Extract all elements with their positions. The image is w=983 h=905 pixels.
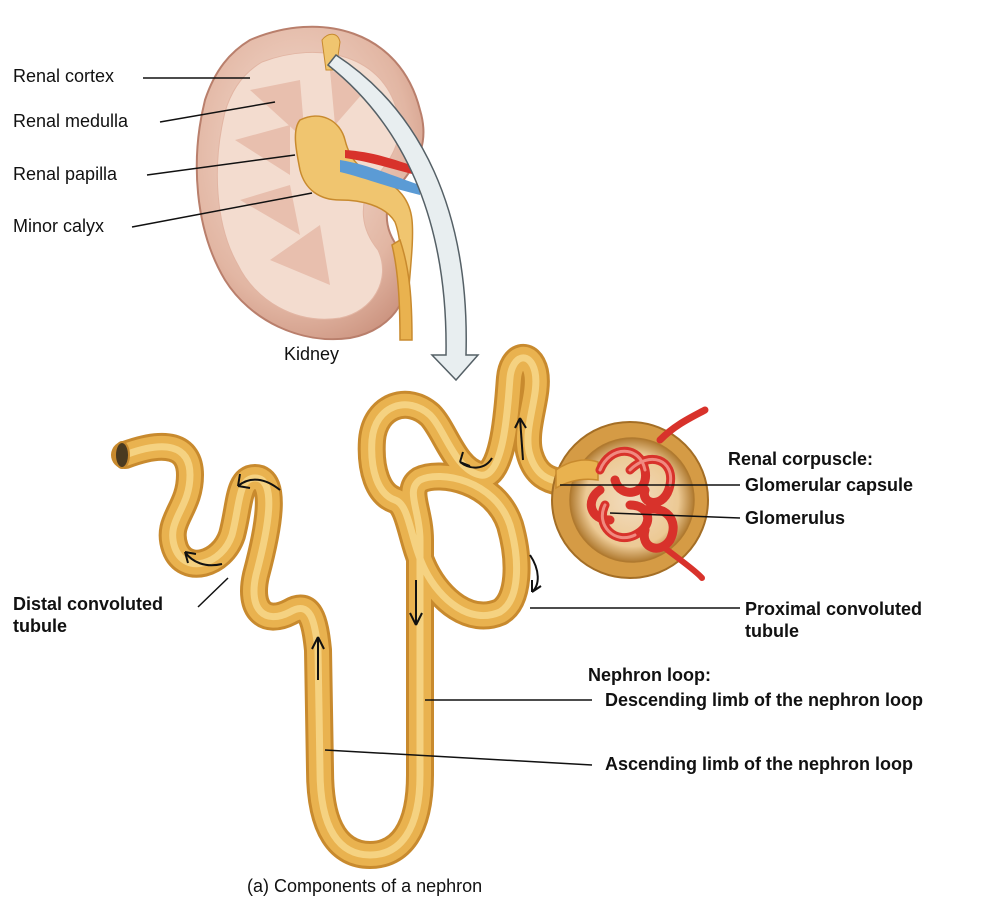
figure-caption: (a) Components of a nephron [247, 876, 482, 897]
label-distal-convoluted-tubule-line2: tubule [13, 615, 67, 637]
label-renal-corpuscle: Renal corpuscle: [728, 448, 873, 470]
label-minor-calyx: Minor calyx [13, 216, 104, 237]
label-ascending-limb: Ascending limb of the nephron loop [605, 753, 913, 775]
leader-ascending-limb [325, 750, 592, 765]
kidney-illustration [197, 27, 424, 340]
afferent-arteriole [660, 410, 705, 440]
label-renal-medulla: Renal medulla [13, 111, 128, 132]
label-descending-limb: Descending limb of the nephron loop [605, 689, 923, 711]
label-glomerulus: Glomerulus [745, 507, 845, 529]
leader-distal-tubule [198, 578, 228, 607]
label-glomerular-capsule: Glomerular capsule [745, 474, 913, 496]
label-proximal-convoluted-tubule-line2: tubule [745, 620, 799, 642]
nephron-tubule [115, 358, 560, 855]
label-distal-convoluted-tubule-line1: Distal convoluted [13, 593, 163, 615]
renal-corpuscle [552, 410, 708, 578]
label-renal-cortex: Renal cortex [13, 66, 114, 87]
label-proximal-convoluted-tubule-line1: Proximal convoluted [745, 598, 922, 620]
label-kidney: Kidney [284, 344, 339, 365]
tubule-open-end [115, 442, 129, 468]
label-nephron-loop: Nephron loop: [588, 664, 711, 686]
label-renal-papilla: Renal papilla [13, 164, 117, 185]
